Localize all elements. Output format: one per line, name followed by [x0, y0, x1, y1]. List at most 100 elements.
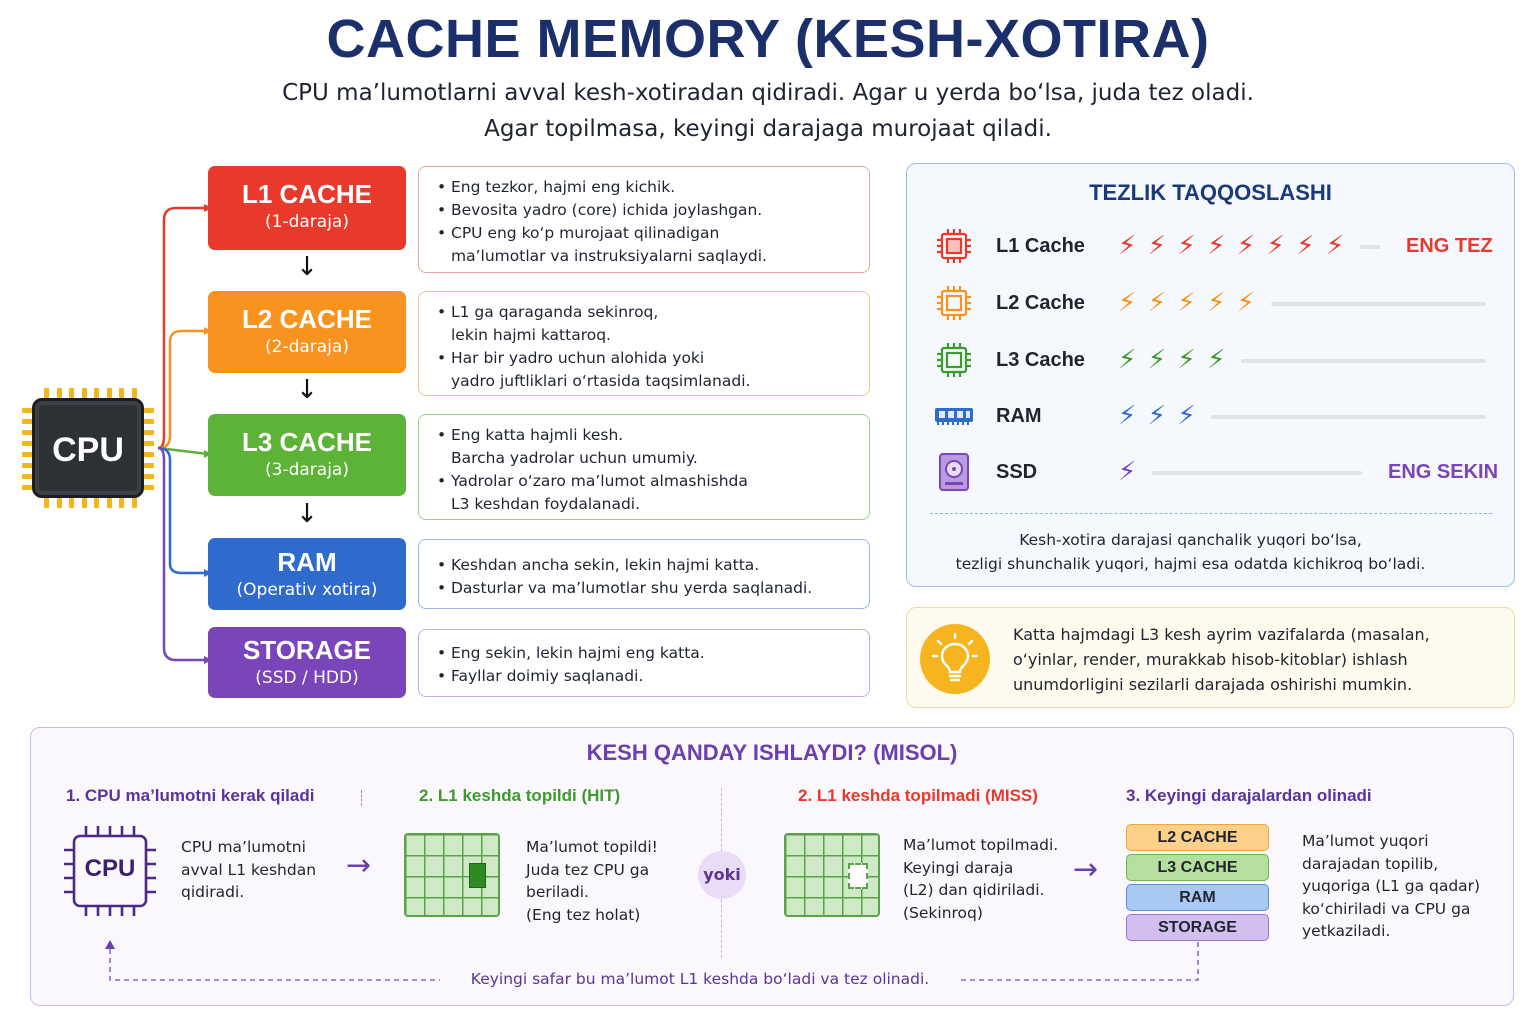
stack-item-storage: STORAGE [1126, 914, 1269, 941]
description-line: ma’lumotlar va instruksiyalarni saqlaydi… [451, 247, 767, 265]
step-2-hit-heading: 2. L1 keshda topildi (HIT) [419, 786, 621, 805]
level-description-l3: Eng katta hajmli kesh.Barcha yadrolar uc… [418, 414, 870, 520]
cpu-pin [81, 388, 87, 398]
lightning-bolt-icon: ⚡ [1177, 231, 1196, 261]
description-line: Keshdan ancha sekin, lekin hajmi katta. [437, 554, 855, 577]
down-arrow-icon: ↓ [296, 375, 318, 405]
example-text-line: beriladi. [526, 883, 589, 901]
lightning-bolt-icon: ⚡ [1118, 288, 1137, 318]
lightning-bolt-icon: ⚡ [1118, 401, 1137, 431]
cpu-pin [22, 474, 32, 479]
speed-track [1211, 415, 1486, 419]
cpu-pin [144, 474, 154, 479]
level-subtitle: (2-daraja) [265, 337, 349, 357]
lightbulb-icon [920, 624, 990, 694]
level-description-l2: L1 ga qaraganda sekinroq,lekin hajmi kat… [418, 291, 870, 396]
speed-note-line: tezligi shunchalik yuqori, hajmi esa oda… [955, 555, 1426, 573]
example-text-line: yetkaziladi. [1302, 922, 1391, 940]
example-text-line: (Eng tez holat) [526, 905, 641, 924]
connector-lines [157, 204, 212, 664]
cpu-pin [119, 388, 124, 398]
lightning-bolt-icon: ⚡ [1325, 231, 1345, 261]
lightning-bolt-icon: ⚡ [1118, 345, 1137, 375]
subtitle-line-2: Agar topilmasa, keyingi darajaga murojaa… [484, 116, 1052, 142]
speed-track [1270, 302, 1486, 306]
cpu-pin [22, 441, 32, 446]
example-text-line: avval L1 keshdan [181, 860, 317, 879]
cpu-pin [144, 452, 154, 457]
stack-item-l2-cache: L2 CACHE [1126, 824, 1269, 851]
level-title: L3 CACHE [241, 427, 372, 457]
cache-grid-hit [404, 833, 500, 917]
level-box-l3-cache: L3 CACHE (3-daraja) [208, 414, 406, 496]
fastest-label: ENG TEZ [1406, 235, 1493, 257]
example-text-line: (L2) dan qidiriladi. [903, 881, 1045, 899]
cpu-pin [94, 388, 99, 398]
arrow-right-icon: → [1073, 852, 1099, 887]
speed-comparison-panel [906, 163, 1515, 587]
cpu-pin [44, 498, 49, 508]
cpu-pin [44, 388, 49, 398]
cpu-pin [144, 430, 154, 435]
lightning-bolt-icon: ⚡ [1207, 231, 1226, 261]
level-description-l1: Eng tezkor, hajmi eng kichik.Bevosita ya… [418, 166, 870, 273]
level-box-l2-cache: L2 CACHE (2-daraja) [208, 291, 406, 373]
speed-track [1240, 359, 1486, 363]
example-text-line: qidiradi. [181, 883, 245, 901]
speed-row-label: L3 Cache [996, 349, 1085, 371]
cpu-pin [22, 463, 32, 468]
level-box-l1-cache: L1 CACHE (1-daraja) [208, 166, 406, 250]
level-title: STORAGE [242, 635, 372, 665]
example-title: KESH QANDAY ISHLAYDI? (MISOL) [586, 740, 958, 765]
level-subtitle: (Operativ xotira) [236, 580, 378, 600]
cpu-pin [56, 388, 62, 398]
down-arrow-icon: ↓ [296, 252, 318, 282]
cpu-pin [144, 441, 154, 446]
tip-line: unumdorligini sezilarli darajada oshiris… [1013, 675, 1413, 694]
cpu-chip-icon [937, 286, 971, 320]
speed-row-label: RAM [996, 405, 1042, 427]
cache-grid-miss [784, 833, 880, 917]
step-2-miss-text: Ma’lumot topilmadi.Keyingi daraja(L2) da… [903, 834, 1058, 924]
step-1-heading: 1. CPU ma’lumotni kerak qiladi [66, 786, 315, 805]
description-line: lekin hajmi kattaroq. [451, 326, 611, 344]
loop-back-arrow [105, 940, 1199, 981]
cpu-pin [144, 463, 154, 468]
speed-track [1151, 471, 1362, 475]
page-title: CACHE MEMORY (KESH-XOTIRA) [326, 9, 1210, 69]
slowest-label: ENG SEKIN [1388, 461, 1499, 483]
lightning-bolt-icon: ⚡ [1118, 457, 1137, 487]
example-text-line: Keyingi daraja [903, 858, 1014, 877]
description-line: yadro juftliklari o‘rtasida taqsimlanadi… [451, 372, 751, 390]
lightning-bolt-icon: ⚡ [1147, 231, 1166, 261]
example-text-line: Ma’lumot topildi! [526, 838, 658, 856]
level-subtitle: (3-daraja) [265, 460, 349, 480]
loop-note: Keyingi safar bu ma’lumot L1 keshda bo‘l… [440, 970, 960, 988]
step-3-heading: 3. Keyingi darajalardan olinadi [1126, 786, 1372, 805]
cpu-pin [69, 498, 74, 508]
lightning-bolt-icon: ⚡ [1177, 401, 1196, 431]
divider [930, 513, 1492, 514]
lightning-bolt-icon: ⚡ [1177, 345, 1196, 375]
cpu-pin [131, 388, 137, 398]
cpu-pin [22, 452, 32, 457]
cpu-pin [106, 498, 112, 508]
level-title: RAM [277, 547, 337, 577]
example-text-line: darajadan topilib, [1302, 854, 1439, 873]
lightning-bolt-icon: ⚡ [1147, 401, 1166, 431]
tip-line: o‘yinlar, render, murakkab hisob-kitobla… [1013, 650, 1408, 669]
description-line: Dasturlar va ma’lumotlar shu yerda saqla… [437, 577, 855, 600]
lightning-bolt-icon: ⚡ [1296, 231, 1315, 261]
level-subtitle: (1-daraja) [265, 212, 349, 232]
description-line: Yadrolar o‘zaro ma’lumot almashishda [437, 470, 855, 493]
lightning-bolt-icon: ⚡ [1236, 231, 1256, 261]
cpu-outline-icon [64, 826, 156, 916]
lightning-bolt-icon: ⚡ [1207, 288, 1226, 318]
description-line: Fayllar doimiy saqlanadi. [437, 665, 855, 688]
cpu-chip-icon [937, 229, 971, 263]
cpu-pin [106, 388, 112, 398]
speed-track [1359, 245, 1380, 249]
step-2-miss-heading: 2. L1 keshda topilmadi (MISS) [798, 786, 1038, 805]
lightning-bolt-icon: ⚡ [1236, 288, 1256, 318]
tip-line: Katta hajmdagi L3 kesh ayrim vazifalarda… [1013, 625, 1430, 644]
